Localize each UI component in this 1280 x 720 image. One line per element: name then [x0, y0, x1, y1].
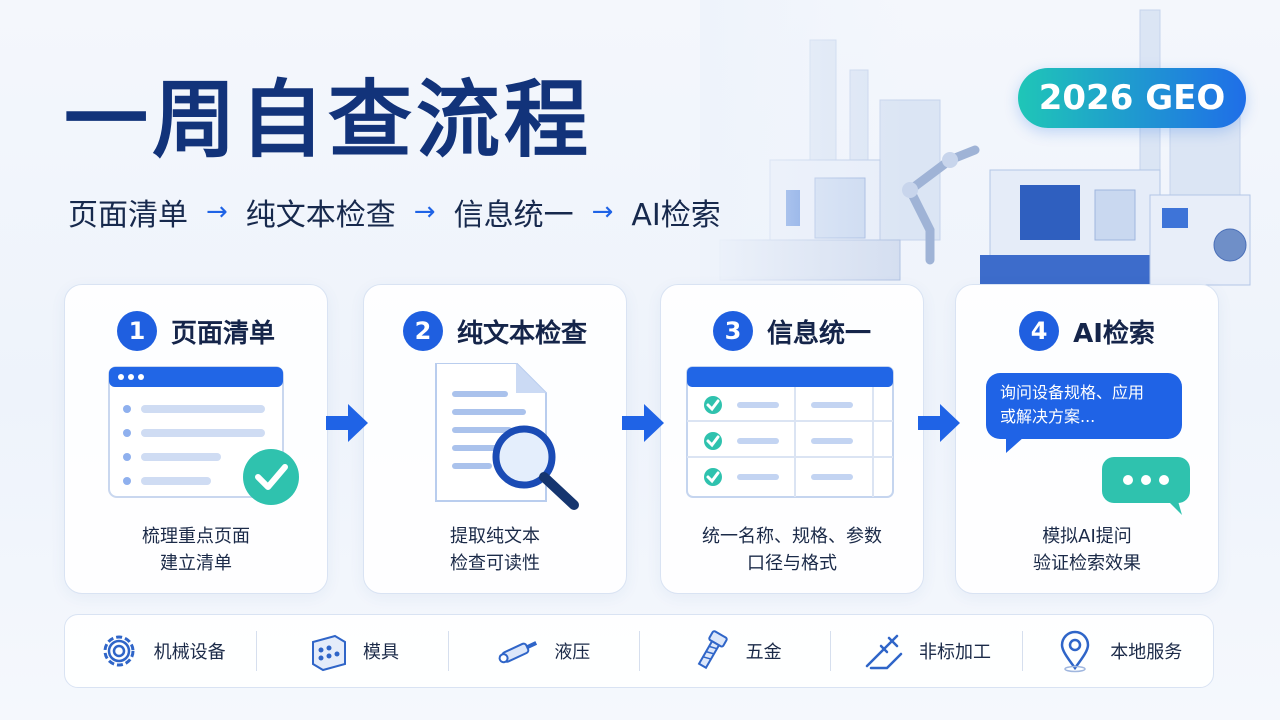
flow-step-3: 信息统一	[453, 198, 574, 233]
category-item: 非标加工	[830, 615, 1021, 687]
document-magnifier-icon	[435, 363, 579, 510]
arrow-right-icon	[326, 404, 368, 442]
browser-checklist-icon	[108, 366, 299, 505]
step-card-3: 3 信息统一 统一名称、规格、参数 口径与格式	[660, 284, 924, 594]
step-number: 3	[712, 311, 753, 351]
step-title: AI检索	[1073, 318, 1155, 349]
step-description: 统一名称、规格、参数 口径与格式	[702, 526, 882, 574]
chat-bubble-icon: 询问设备规格、应用 或解决方案...	[986, 373, 1182, 453]
arrow-right-icon: →	[206, 197, 228, 227]
gear-icon	[103, 635, 135, 667]
step-title: 纯文本检查	[456, 318, 587, 349]
flow-subtitle: 页面清单 → 纯文本检查 → 信息统一 → AI检索	[68, 190, 721, 234]
category-bar: 机械设备 模具 液压 五金	[64, 614, 1214, 688]
bolt-icon	[697, 630, 728, 670]
table-check-icon	[686, 366, 894, 498]
step-card-2: 2 纯文本检查 提取纯文本 检查可读性	[363, 284, 627, 594]
flow-step-4: AI检索	[631, 198, 721, 233]
step-title: 页面清单	[170, 318, 275, 349]
step-description: 梳理重点页面 建立清单	[142, 526, 250, 574]
arrow-right-icon	[622, 404, 664, 442]
caliper-icon	[865, 634, 903, 670]
location-pin-icon	[1061, 630, 1090, 673]
step-number: 2	[402, 311, 443, 351]
step-description: 模拟AI提问 验证检索效果	[1033, 526, 1141, 574]
typing-dots-icon	[1102, 457, 1190, 515]
step-description: 提取纯文本 检查可读性	[450, 526, 540, 574]
category-item: 机械设备	[65, 615, 256, 687]
page-title: 一周自查流程	[64, 71, 593, 169]
category-item: 五金	[638, 615, 830, 687]
mold-block-icon	[311, 634, 346, 672]
flow-step-2: 纯文本检查	[245, 198, 396, 233]
flow-step-1: 页面清单	[68, 198, 188, 233]
arrow-right-icon: →	[591, 197, 614, 227]
step-number: 1	[116, 311, 157, 351]
category-item: 本地服务	[1021, 615, 1213, 687]
hydraulic-cylinder-icon	[498, 641, 538, 664]
year-badge: 2026 GEO	[1018, 68, 1246, 128]
arrow-right-icon	[918, 404, 960, 442]
category-item: 液压	[447, 615, 639, 687]
step-card-4: 4 AI检索 询问设备规格、应用 或解决方案... 模拟AI提问 验证检索效果	[955, 284, 1219, 594]
category-item: 模具	[256, 615, 447, 687]
step-card-1: 1 页面清单 梳理重点页面 建立清单	[64, 284, 328, 594]
arrow-right-icon: →	[413, 197, 436, 227]
step-number: 4	[1019, 311, 1060, 351]
factory-background-illustration	[700, 0, 1280, 300]
step-title: 信息统一	[766, 318, 871, 349]
